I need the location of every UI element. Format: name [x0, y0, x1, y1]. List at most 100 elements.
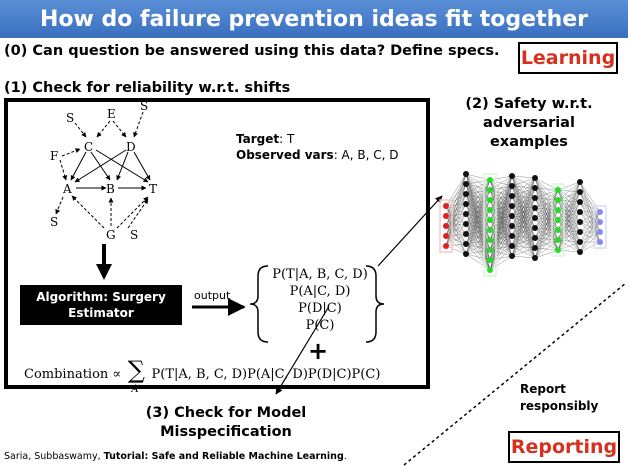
nn-edge — [489, 255, 513, 271]
nn-edge — [579, 211, 601, 223]
nn-edge — [511, 177, 536, 197]
nn-edge — [557, 191, 581, 251]
nn-node — [509, 213, 515, 219]
nn-node — [443, 223, 449, 229]
nn-node — [463, 211, 469, 217]
nn-edge — [489, 185, 513, 271]
nn-node — [463, 251, 469, 257]
dag-node-g: G — [106, 228, 116, 242]
nn-edge — [445, 233, 467, 247]
nn-node — [463, 191, 469, 197]
nn-node — [555, 217, 561, 223]
nn-edge — [445, 223, 467, 247]
nn-node — [532, 215, 538, 221]
nn-edge — [511, 237, 536, 257]
nn-node — [509, 183, 515, 189]
nn-edge — [511, 217, 536, 257]
nn-layer-box — [593, 205, 607, 249]
plus-icon: + — [308, 337, 329, 365]
nn-node — [555, 187, 561, 193]
nn-edge — [489, 235, 513, 271]
nn-edge — [534, 239, 559, 259]
nn-edge — [465, 173, 491, 181]
nn-edge — [445, 203, 467, 247]
target-value: : T — [279, 132, 295, 146]
sum-operator: ∑ A — [125, 358, 147, 395]
nn-node — [509, 193, 515, 199]
dag-edge — [116, 196, 149, 229]
nn-node — [487, 247, 493, 253]
nn-node — [532, 205, 538, 211]
nn-edge — [465, 239, 491, 255]
nn-node — [555, 247, 561, 253]
dag-nodes: S E S C D F A B T S G S — [50, 99, 157, 242]
nn-edge — [557, 221, 581, 251]
nn-node — [487, 227, 493, 233]
nn-edge — [557, 181, 581, 201]
nn-edge — [511, 207, 536, 257]
nn-node — [509, 253, 515, 259]
citation-end: . — [343, 451, 347, 462]
nn-node — [577, 209, 583, 215]
dag-edge — [70, 151, 87, 181]
report-line: Report — [520, 382, 566, 396]
nn-edge — [557, 181, 581, 211]
left-brace-icon — [249, 265, 269, 343]
nn-edge — [489, 175, 513, 261]
nn-edge — [511, 247, 536, 257]
nn-edge — [579, 201, 601, 213]
dag-edge — [61, 148, 81, 157]
combination-expression: P(T|A, B, C, D)P(A|C, D)P(D|C)P(C) — [151, 367, 381, 382]
dag-edge — [96, 120, 111, 138]
nn-edge — [534, 189, 559, 209]
nn-node — [463, 241, 469, 247]
nn-edge — [557, 181, 581, 231]
nn-edge — [534, 199, 559, 259]
slide-title-bar: How do failure prevention ideas fit toge… — [0, 0, 628, 38]
nn-node — [532, 235, 538, 241]
nn-node — [487, 197, 493, 203]
nn-edge — [465, 253, 491, 261]
nn-edge — [534, 189, 559, 239]
nn-edge — [445, 193, 467, 247]
nn-edge — [489, 245, 513, 271]
observed-vars-text: Observed vars: A, B, C, D — [236, 148, 399, 162]
dag-edge — [133, 151, 151, 181]
nn-layer-box — [551, 183, 565, 257]
observed-label: Observed vars — [236, 148, 334, 162]
dag-edge — [133, 111, 144, 138]
step2-line: examples — [490, 134, 568, 150]
dag-node-c: C — [84, 140, 93, 154]
nn-node — [509, 173, 515, 179]
nn-edge — [511, 177, 536, 187]
nn-edge — [511, 177, 536, 257]
nn-node — [555, 197, 561, 203]
step3-line: (3) Check for Model — [145, 405, 307, 421]
nn-edge — [534, 229, 559, 259]
dag-node-e: E — [107, 107, 116, 121]
nn-edge — [445, 173, 467, 237]
nn-node — [555, 237, 561, 243]
nn-edge — [511, 177, 536, 237]
sum-sign: ∑ — [127, 356, 145, 384]
nn-edge — [489, 175, 513, 191]
nn-edge — [534, 189, 559, 229]
nn-node — [577, 249, 583, 255]
nn-edge — [489, 225, 513, 271]
nn-node — [487, 237, 493, 243]
nn-node — [532, 185, 538, 191]
nn-edge — [489, 175, 513, 231]
nn-edge — [534, 177, 559, 191]
nn-edge — [557, 181, 581, 191]
nn-edge — [579, 181, 601, 213]
nn-node — [443, 233, 449, 239]
nn-edge — [557, 181, 581, 241]
nn-node — [463, 181, 469, 187]
nn-edge — [557, 231, 581, 251]
dag-edge — [127, 198, 149, 229]
nn-edge — [534, 189, 559, 219]
neural-network-icon — [439, 171, 607, 277]
reporting-box: Reporting — [508, 431, 620, 463]
nn-node — [532, 195, 538, 201]
nn-node — [463, 221, 469, 227]
